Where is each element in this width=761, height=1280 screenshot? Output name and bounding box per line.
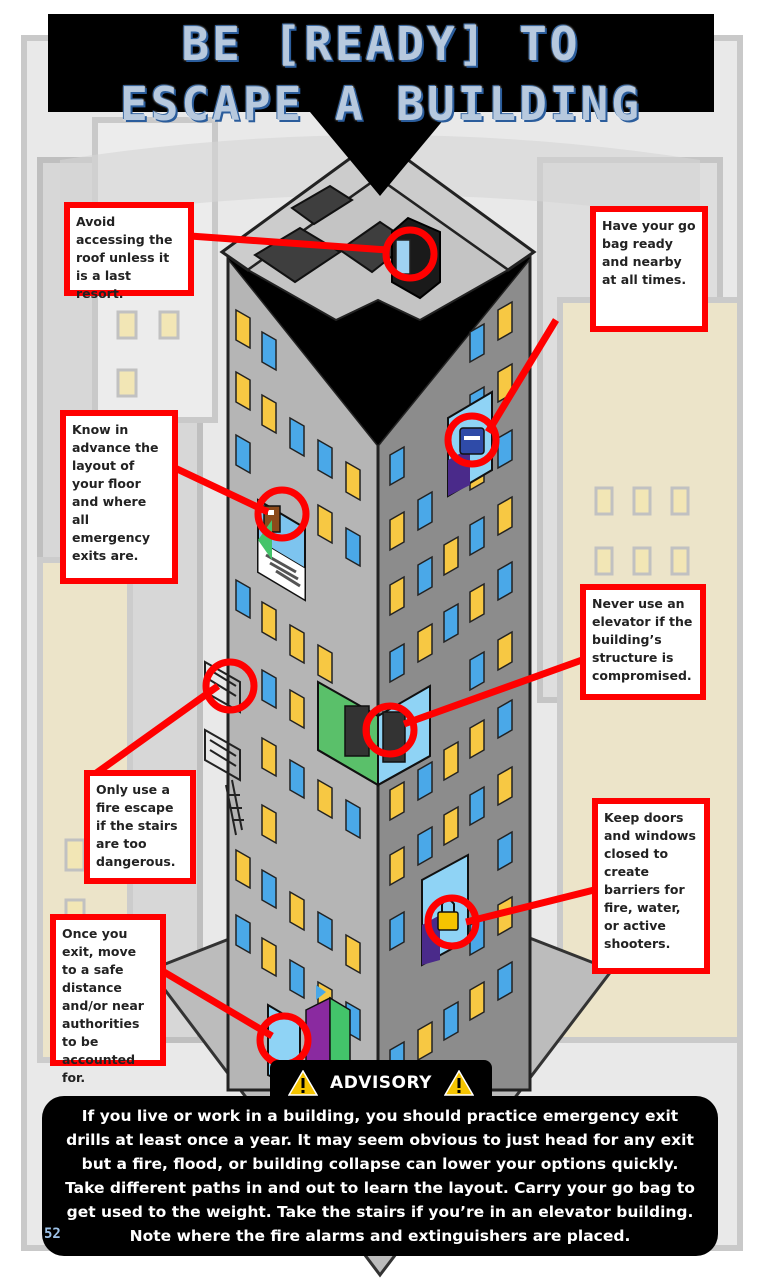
- title-banner-bg: [48, 14, 714, 196]
- callout-doors-windows: Keep doors and windows closed to create …: [592, 798, 710, 974]
- title-line-1: BE [READY] TO: [181, 17, 581, 71]
- callout-connectors: [92, 232, 595, 1040]
- callout-roof: Avoid accessing the roof unless it is a …: [64, 202, 194, 301]
- callout-elevator: Never use an elevator if the building’s …: [580, 584, 706, 700]
- advisory-box: If you live or work in a building, you s…: [42, 1096, 718, 1256]
- elevator-cutaway: [317, 680, 431, 787]
- right-windows: [389, 300, 513, 1082]
- callout-safe-distance: Once you exit, move to a safe distance a…: [50, 914, 166, 1085]
- floor-layout-cutaway: [257, 498, 306, 602]
- advisory-label: ADVISORY: [330, 1073, 432, 1093]
- elevator-icon: [344, 705, 370, 757]
- go-bag-icon: [459, 427, 485, 455]
- callout-go-bag: Have your go bag ready and nearby at all…: [590, 206, 708, 332]
- lock-icon: [437, 911, 459, 931]
- warning-icon: [288, 1070, 319, 1096]
- warning-icon: [443, 1070, 474, 1096]
- callout-floor-layout: Know in advance the layout of your floor…: [60, 410, 178, 584]
- callout-rings: [202, 226, 500, 1068]
- callout-fire-escape: Only use a fire escape if the stairs are…: [84, 770, 196, 884]
- title-banner: BE [READY] TO ESCAPE A BUILDING: [48, 14, 714, 134]
- title-line-2: ESCAPE A BUILDING: [120, 77, 642, 131]
- advisory-text: If you live or work in a building, you s…: [65, 1107, 695, 1245]
- page-number: 52: [44, 1226, 61, 1242]
